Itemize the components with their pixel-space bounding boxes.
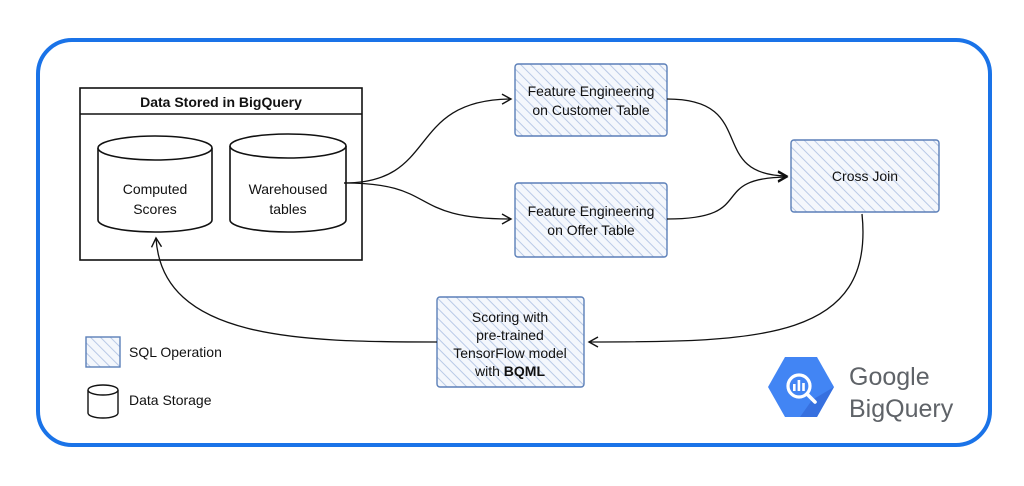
op-feature-engineering-offer: Feature Engineering on Offer Table: [514, 182, 668, 258]
scoring-line4-bold: BQML: [504, 363, 546, 379]
connectors: [150, 93, 864, 348]
scoring-line3: TensorFlow model: [453, 345, 567, 361]
google-bigquery-logo: Google BigQuery: [768, 357, 954, 423]
legend: SQL Operation Data Storage: [85, 336, 222, 419]
logo-google: Google: [849, 363, 930, 391]
offer-op-line1: Feature Engineering: [528, 203, 655, 219]
op-scoring-bqml: Scoring with pre-trained TensorFlow mode…: [436, 296, 585, 388]
legend-sql-swatch: [85, 336, 121, 368]
arrow-offer-to-crossjoin: [666, 171, 789, 220]
customer-op-line2: on Customer Table: [532, 102, 649, 118]
scoring-line4: with BQML: [474, 363, 545, 379]
cylinder-warehoused-tables: Warehoused tables: [229, 133, 347, 233]
arrow-storage-to-customer: [343, 93, 513, 184]
arrow-scoring-to-computed-scores: [150, 236, 438, 343]
scoring-line1: Scoring with: [472, 309, 548, 325]
computed-scores-line1: Computed: [123, 181, 188, 197]
arrow-crossjoin-to-scoring: [587, 213, 864, 348]
logo-bigquery: BigQuery: [849, 395, 954, 423]
warehoused-tables-line2: tables: [269, 201, 306, 217]
offer-op-line2: on Offer Table: [547, 222, 635, 238]
customer-op-line1: Feature Engineering: [528, 83, 655, 99]
legend-sql-label: SQL Operation: [129, 344, 222, 360]
magnifier-icon: [786, 373, 812, 399]
cross-join-label: Cross Join: [832, 168, 898, 184]
warehoused-tables-line1: Warehoused: [249, 181, 328, 197]
arrow-storage-to-offer: [343, 182, 513, 225]
cylinder-computed-scores: Computed Scores: [97, 135, 213, 233]
container-title: Data Stored in BigQuery: [140, 94, 302, 110]
legend-storage-label: Data Storage: [129, 392, 212, 408]
scoring-line2: pre-trained: [476, 327, 544, 343]
scoring-line4-prefix: with: [474, 363, 504, 379]
computed-scores-line2: Scores: [133, 201, 177, 217]
legend-storage-icon: [87, 384, 119, 419]
op-cross-join: Cross Join: [790, 139, 940, 213]
arrow-customer-to-crossjoin: [666, 98, 789, 182]
op-feature-engineering-customer: Feature Engineering on Customer Table: [514, 63, 668, 137]
